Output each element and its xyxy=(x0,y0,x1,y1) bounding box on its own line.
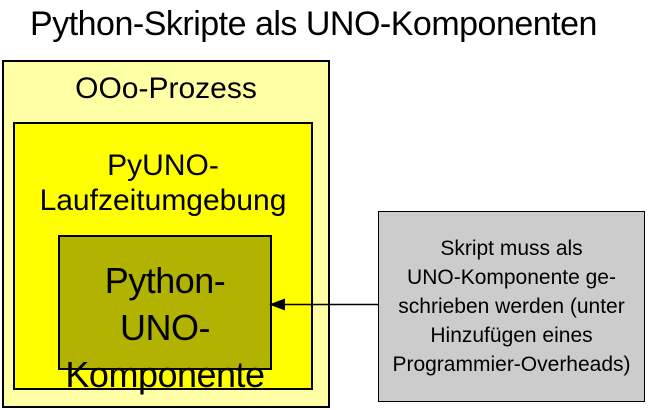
page-title: Python-Skripte als UNO-Komponenten xyxy=(30,5,597,43)
pyuno-runtime-label-line2: Laufzeitumgebung xyxy=(39,184,287,217)
note-text: Skript muss als UNO-Komponente ge- schri… xyxy=(379,234,644,379)
pyuno-runtime-label: PyUNO- Laufzeitumgebung xyxy=(15,148,311,218)
note-text-line1: Skript muss als xyxy=(440,237,583,260)
note-text-line4: Hinzufügen eines xyxy=(430,324,593,347)
python-uno-component-box: Python-UNO- Komponente xyxy=(58,235,272,395)
note-box: Skript muss als UNO-Komponente ge- schri… xyxy=(378,211,645,402)
pyuno-runtime-label-line1: PyUNO- xyxy=(107,149,219,182)
note-text-line2: UNO-Komponente ge- xyxy=(407,266,616,289)
python-uno-component-label: Python-UNO- Komponente xyxy=(60,257,270,398)
ooo-process-label: OOo-Prozess xyxy=(75,72,257,105)
python-uno-component-label-line1: Python-UNO- xyxy=(104,260,226,348)
note-text-line5: Programmier-Overheads) xyxy=(392,353,631,376)
note-text-line3: schrieben werden (unter xyxy=(398,295,625,318)
python-uno-component-label-line2: Komponente xyxy=(65,354,265,395)
left-arrow-connector-icon xyxy=(269,298,378,311)
